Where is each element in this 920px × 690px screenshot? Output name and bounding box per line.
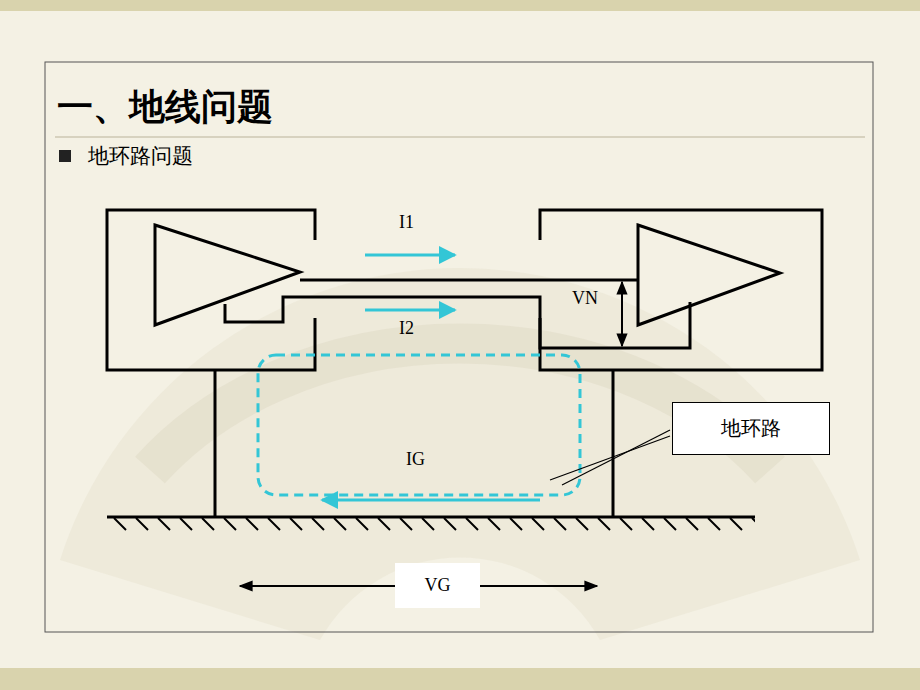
voltage-dimension	[621, 282, 623, 346]
callout-box: 地环路	[672, 402, 830, 455]
voltage-label-box: VG	[395, 563, 480, 608]
ground-wire	[214, 370, 217, 517]
current-label: I1	[399, 212, 414, 233]
voltage-label: VN	[572, 288, 598, 309]
amplifier-symbol	[638, 225, 780, 325]
right-enclosure	[540, 210, 822, 370]
return-wire	[225, 297, 690, 348]
current-label: I2	[399, 318, 414, 339]
bottom-band	[0, 668, 920, 690]
ground-hatch	[107, 518, 755, 532]
slide-frame	[45, 62, 873, 632]
current-label: IG	[406, 449, 425, 470]
leader-line	[550, 436, 670, 480]
current-arrow	[365, 309, 455, 312]
amplifier-symbol	[155, 225, 300, 325]
ground-loop	[258, 355, 580, 495]
title-rule	[55, 136, 865, 138]
current-arrow	[322, 499, 540, 502]
leader-line	[562, 430, 670, 485]
node-text: 地环路	[721, 415, 781, 442]
bullet-text: 地环路问题	[88, 142, 193, 170]
ground-wire	[612, 370, 615, 517]
left-enclosure	[107, 210, 315, 370]
bullet-square	[59, 150, 71, 162]
current-arrow	[365, 254, 455, 257]
slide-title: 一、地线问题	[57, 83, 273, 132]
signal-wire	[300, 279, 638, 282]
top-band	[0, 0, 920, 11]
fan-watermark	[60, 268, 860, 640]
node-text: VG	[425, 575, 451, 596]
